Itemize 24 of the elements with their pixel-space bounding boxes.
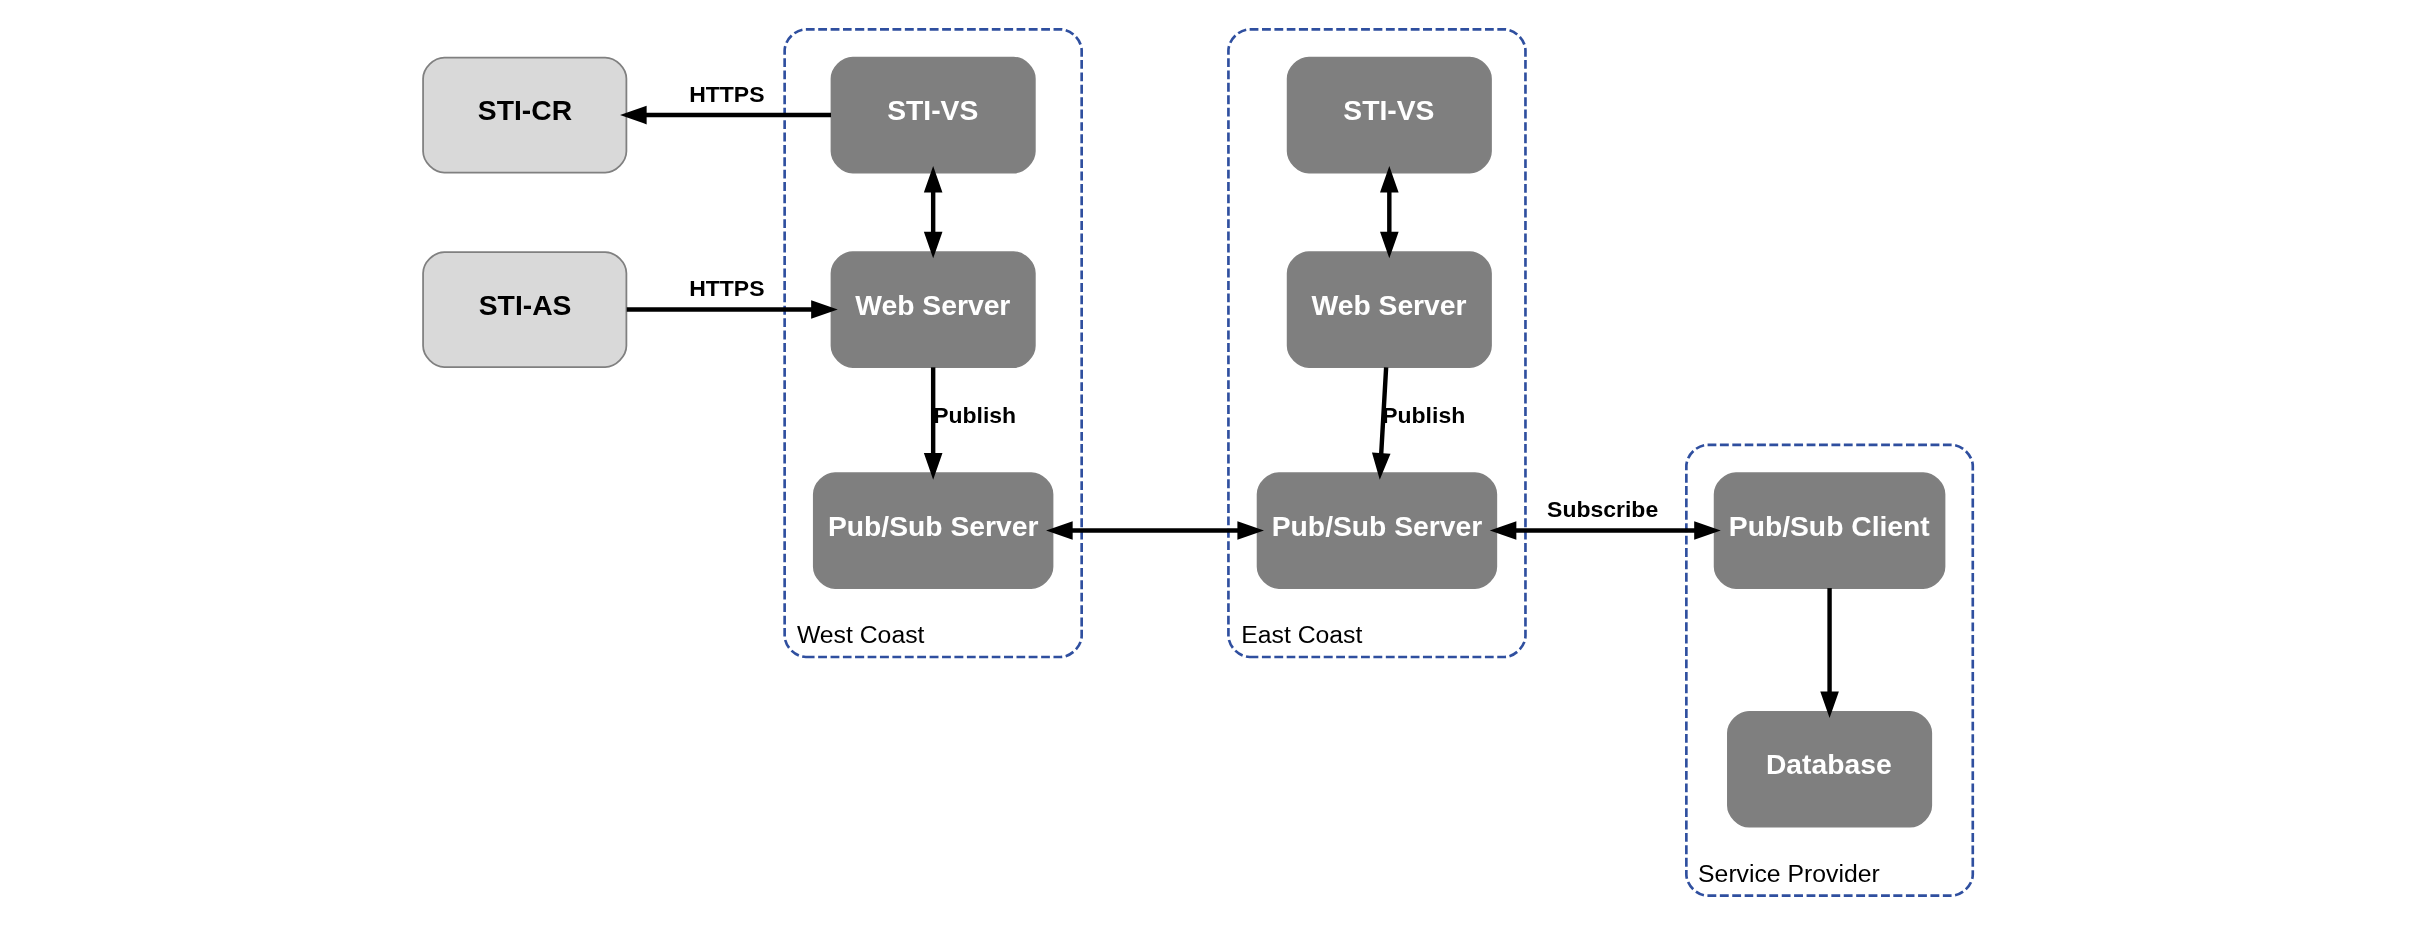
edge-label: HTTPS	[689, 275, 765, 302]
arrow	[1380, 165, 1399, 259]
edge-label: HTTPS	[689, 80, 765, 107]
edge-label: Publish	[1382, 401, 1466, 428]
arrow	[620, 105, 832, 125]
node-box: STI-VS	[830, 56, 1036, 174]
node-box: Pub/Sub Server	[1256, 472, 1498, 589]
node-box: Database	[1727, 710, 1933, 828]
edge-label: Publish	[933, 401, 1017, 428]
node-box: Web Server	[830, 251, 1036, 368]
arrow	[1046, 521, 1264, 540]
node-box: Pub/Sub Server	[812, 472, 1054, 589]
arrow	[1489, 521, 1721, 540]
node-box: STI-VS	[1286, 56, 1492, 174]
arrow	[1820, 588, 1839, 719]
arrow	[923, 165, 943, 259]
node-box: STI-CR	[422, 56, 628, 174]
arrow	[1371, 367, 1391, 480]
edge-label: Subscribe	[1547, 496, 1659, 523]
arrow	[923, 367, 943, 480]
node-box: Pub/Sub Client	[1713, 472, 1946, 589]
node-box: Web Server	[1286, 251, 1492, 368]
node-box: STI-AS	[422, 251, 628, 368]
arrow	[626, 300, 838, 319]
